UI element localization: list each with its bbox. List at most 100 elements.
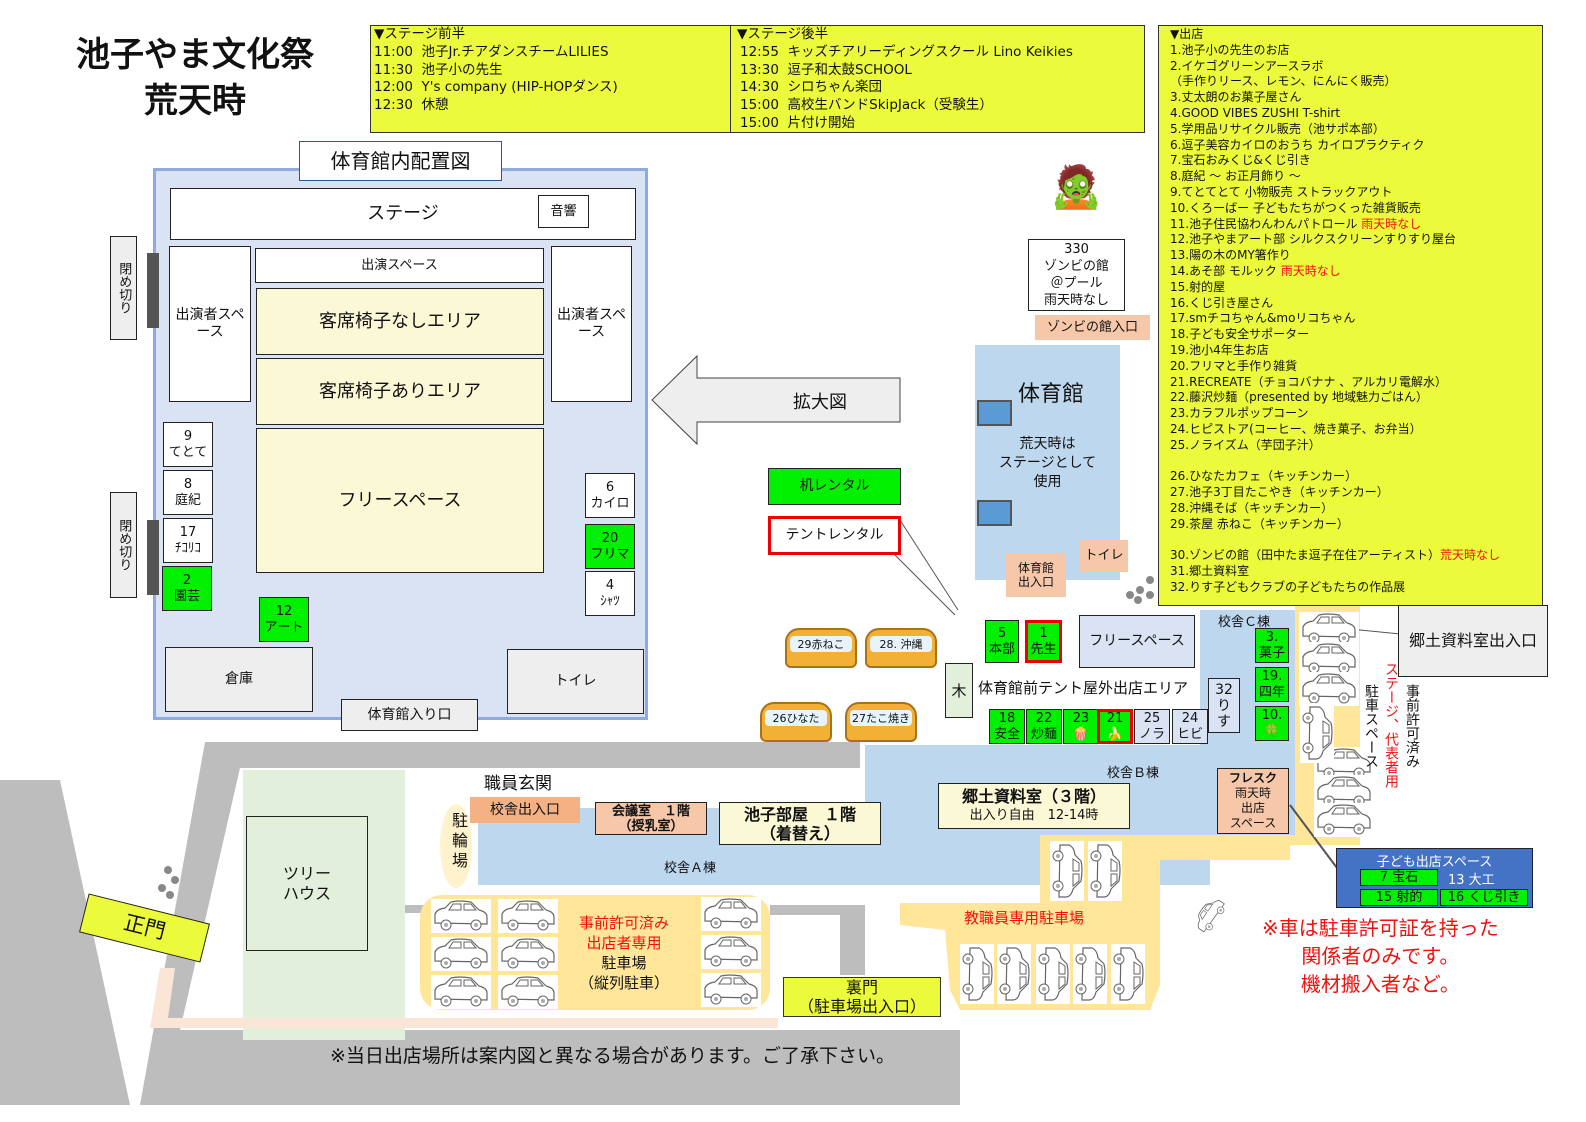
- closed-door-bottom: [147, 520, 159, 595]
- shop-item: 2.イケゴグリーンアースラボ: [1170, 59, 1542, 75]
- shop-name: 22.藤沢炒麺（presented by 地域魅力ごはん）: [1170, 390, 1429, 405]
- shop-item: 17.smチコちゃん&moリコちゃん: [1170, 311, 1542, 327]
- shop-name: 30.ゾンビの館（田中たま逗子在住アーティスト）: [1170, 548, 1441, 563]
- schedule-row: 11:00 池子Jr.チアダンスチームLILIES: [374, 44, 727, 62]
- car-icon: [960, 943, 994, 1005]
- building-c-label: 校舎Ｃ棟: [1218, 615, 1271, 630]
- car-icon: [1050, 840, 1084, 902]
- car-icon: [497, 975, 559, 1009]
- shop-name: 32.りす子どもクラブの子どもたちの作品展: [1170, 579, 1406, 594]
- shop-item: 23.カラフルポップコーン: [1170, 406, 1542, 422]
- zombie-entrance: ゾンビの館入口: [1035, 315, 1150, 340]
- performer-space-right: 出演者スペース: [551, 246, 632, 402]
- rain-note: 雨天時なし: [1361, 216, 1422, 231]
- flesk-title: フレスク: [1228, 771, 1277, 785]
- stall-num: 17: [179, 524, 197, 540]
- shop-name: 4.GOOD VIBES ZUSHI T-shirt: [1170, 105, 1341, 120]
- page-subtitle: 荒天時: [144, 81, 246, 121]
- schedule-time: 15:00: [740, 114, 779, 131]
- shop-item: 30.ゾンビの館（田中たま逗子在住アーティスト）荒天時なし: [1170, 548, 1542, 564]
- stall-name: ﾁｺﾘｺ: [175, 540, 201, 556]
- schedule-name: キッズチアリーディングスクール Lino Keikies: [787, 43, 1073, 60]
- shop-name: 2.イケゴグリーンアースラボ: [1170, 58, 1324, 73]
- shop-name: 27.池子3丁目たこやき（キッチンカー）: [1170, 485, 1389, 500]
- gym-entrance[interactable]: 体育館入り口: [341, 699, 478, 731]
- stall-num: 2: [182, 572, 192, 588]
- shop-item: 28.沖縄そば（キッチンカー）: [1170, 501, 1542, 517]
- car-icon: [497, 937, 559, 971]
- archive-title: 郷土資料室（３階）: [961, 787, 1106, 806]
- schedule-time: 11:30: [374, 61, 413, 78]
- stage-parking-note-red: ステージ、代表者用: [1383, 662, 1399, 788]
- gym-layout-title: 体育館内配置図: [299, 141, 502, 181]
- school-entrance[interactable]: 校舎出入口: [470, 797, 580, 823]
- schedule-row: 12:00 Y's company (HIP-HOPダンス): [374, 79, 727, 97]
- kitchen-car: 28. 沖縄: [865, 628, 937, 668]
- free-space-outdoor: フリースペース: [1079, 615, 1195, 668]
- schedule-name: 池子Jr.チアダンスチームLILIES: [421, 43, 609, 60]
- shop-item: 20.フリマと手作り雑貨: [1170, 359, 1542, 375]
- kitchen-car-label: 29赤ねこ: [790, 636, 852, 652]
- free-space-gym: フリースペース: [256, 428, 544, 573]
- schedule-time: 14:30: [740, 79, 779, 96]
- stall-name: アート: [264, 619, 304, 635]
- schedule-row: 14:30 シロちゃん楽団: [740, 79, 1073, 97]
- storage-room: 倉庫: [165, 647, 313, 712]
- shop-list-header: ▼出店: [1170, 27, 1204, 41]
- stall-name: 🍌: [1106, 726, 1124, 742]
- shop-item: 25.ノライズム（芋団子汁）: [1170, 438, 1542, 454]
- shop-name: 8.庭紀 ～ お正月飾り ～: [1170, 169, 1301, 184]
- shop-item: 1.池子小の先生のお店: [1170, 43, 1542, 59]
- tree: 木: [945, 663, 973, 718]
- shop-item: 21.RECREATE（チョコバナナ 、アルカリ電解水）: [1170, 375, 1542, 391]
- closed-callout-bottom: 閉め切り: [110, 492, 137, 598]
- schedule-row: 12:55 キッズチアリーディングスクール Lino Keikies: [740, 44, 1073, 62]
- outdoor-toilet: トイレ: [1080, 540, 1128, 572]
- schedule-time: 15:00: [740, 97, 779, 114]
- stall: 21🍌: [1097, 709, 1133, 744]
- gym-exit[interactable]: 体育館出入口: [1006, 553, 1066, 597]
- schedule-row: 12:30 休憩: [374, 97, 727, 115]
- shop-item: 7.宝石おみくじ&くじ引き: [1170, 153, 1542, 169]
- car-icon: [1298, 672, 1360, 706]
- car-icon: [700, 897, 762, 931]
- shop-item: 32.りす子どもクラブの子どもたちの作品展: [1170, 580, 1542, 596]
- rain-note: 雨天時なし: [1280, 263, 1341, 278]
- closed-callout-top: 閉め切り: [110, 236, 137, 340]
- schedule-name: シロちゃん楽団: [787, 79, 883, 96]
- zombie-name: ゾンビの館: [1043, 259, 1109, 274]
- shop-name: 10.くろーばー 子どもたちがつくった雑貨販売: [1170, 200, 1421, 215]
- archive-hours: 出入り自由 12-14時: [969, 808, 1099, 823]
- shop-name: 15.射的屋: [1170, 279, 1226, 294]
- tent-area-label: 体育館前テント屋外出店エリア: [978, 679, 1189, 697]
- gym-toilet: トイレ: [507, 649, 644, 714]
- stall-name: 四年: [1258, 684, 1285, 700]
- shop-item: 12.池子やまアート部 シルクスクリーンすりすり屋台: [1170, 232, 1542, 248]
- stall-name: ｼｬﾂ: [600, 593, 620, 609]
- car-icon: [700, 973, 762, 1007]
- car-icon: [1111, 943, 1145, 1005]
- shop-name: 16.くじ引き屋さん: [1170, 295, 1274, 310]
- closed-door-top: [147, 253, 159, 328]
- flesk-3: 出店: [1240, 801, 1265, 815]
- shop-item: 26.ひなたカフェ（キッチンカー）: [1170, 469, 1542, 485]
- stall-num: 5: [997, 625, 1007, 641]
- flesk-4: スペース: [1229, 816, 1277, 830]
- desk-rental: 机レンタル: [768, 468, 901, 505]
- car-icon: [1088, 840, 1122, 902]
- treehouse-2: ハウス: [282, 883, 331, 903]
- shop-name: 29.茶屋 赤ねこ（キッチンカー）: [1170, 516, 1349, 531]
- chair-area: 客席椅子ありエリア: [256, 358, 544, 425]
- kids-space-title: 子ども出店スペース: [1376, 855, 1493, 870]
- stall-name-2: す: [1217, 713, 1231, 730]
- shop-item: 15.射的屋: [1170, 280, 1542, 296]
- gym-title: 体育館: [1018, 382, 1085, 407]
